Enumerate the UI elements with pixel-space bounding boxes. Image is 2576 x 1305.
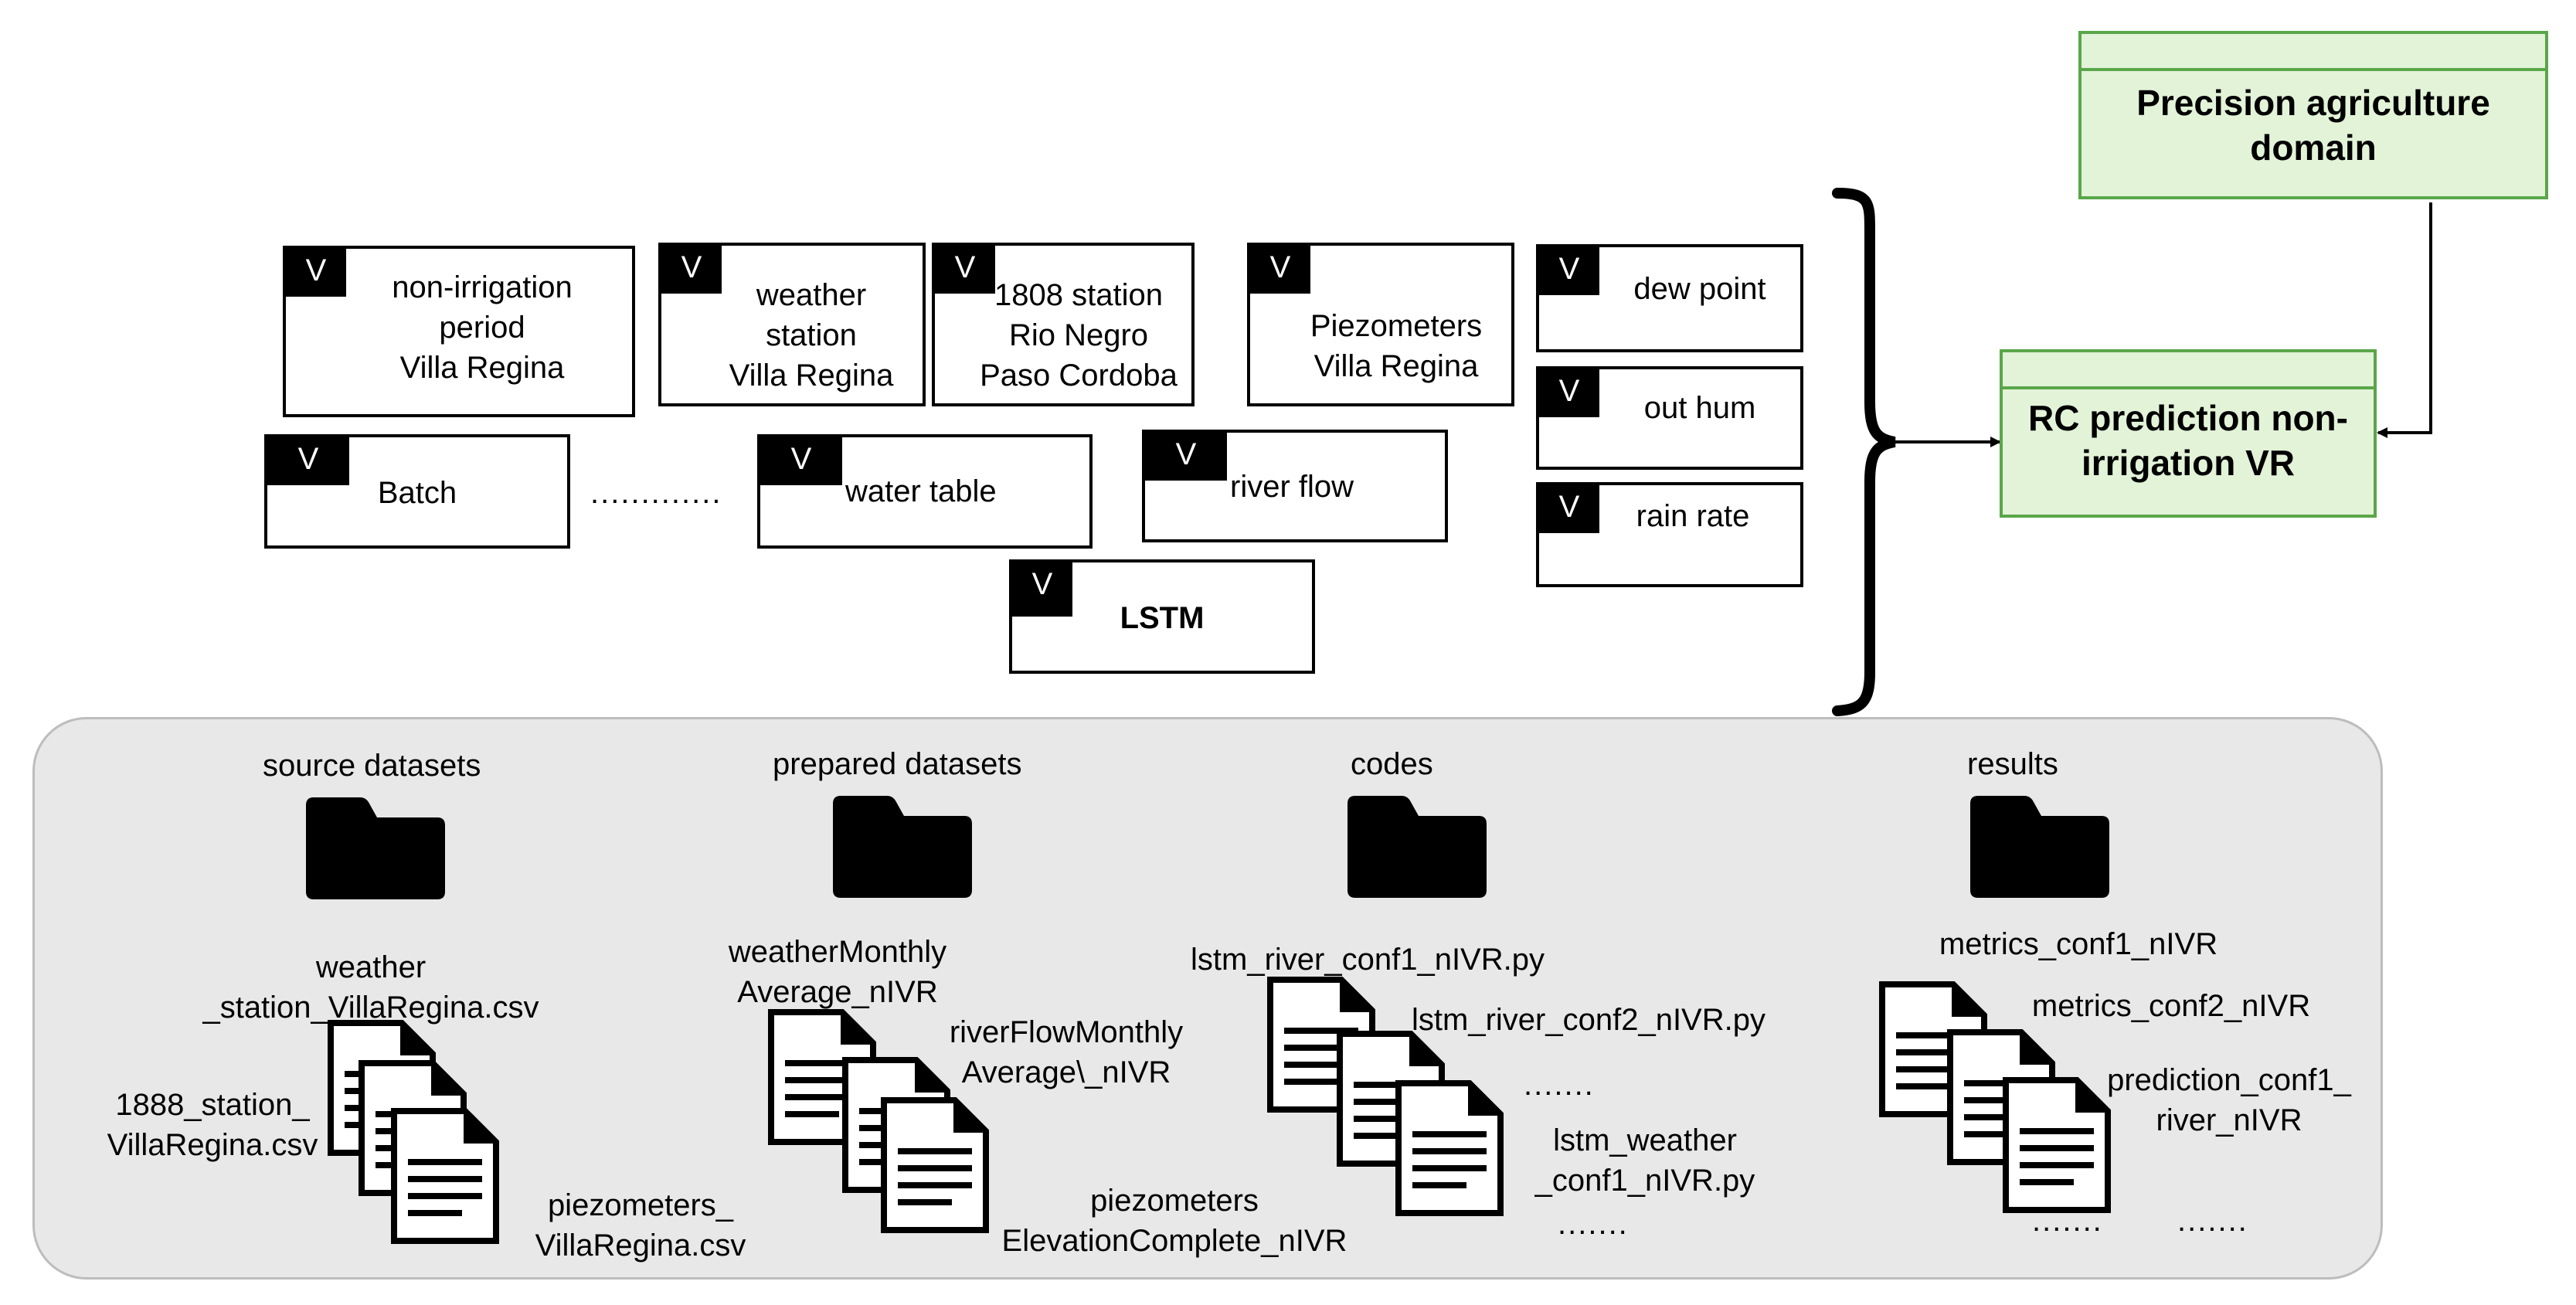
v-tag: V (1012, 562, 1072, 617)
file-label: lstm_river_conf1_nIVR.py (1191, 943, 1545, 977)
file-label: metrics_conf2_nIVR (2031, 989, 2311, 1023)
v-tag: V (286, 249, 346, 297)
folder-icon[interactable] (1970, 796, 2109, 898)
domain-box-header (2082, 34, 2545, 71)
domain-box: Precision agriculture domain (2078, 31, 2548, 199)
v-tag: V (661, 246, 722, 294)
prediction-box: RC prediction non- irrigation VR (2000, 349, 2377, 518)
var-label: LSTM (1120, 601, 1205, 635)
ellipsis: ....... (1558, 1207, 1629, 1241)
document-icon[interactable] (881, 1097, 989, 1233)
file-label: prediction_conf1_ river_nIVR (2107, 1063, 2351, 1137)
v-tag: V (1145, 433, 1227, 481)
ellipsis: ....... (1524, 1068, 1595, 1102)
file-label: 1888_station_ VillaRegina.csv (107, 1088, 318, 1162)
v-tag: V (1539, 247, 1599, 295)
document-icon[interactable] (391, 1108, 499, 1244)
folder-label-codes: codes (1351, 747, 1433, 781)
folder-label-results: results (1967, 747, 2058, 781)
v-tag: V (1539, 369, 1599, 417)
var-label: dew point (1633, 272, 1766, 306)
file-label: piezometers ElevationComplete_nIVR (1001, 1184, 1347, 1258)
file-label: weatherMonthly Average_nIVR (728, 935, 947, 1009)
folder-label-prepared: prepared datasets (773, 747, 1022, 781)
var-label: Batch (377, 476, 457, 510)
file-label: riverFlowMonthly Average\_nIVR (949, 1015, 1184, 1089)
var-piezometers: V Piezometers Villa Regina (1247, 243, 1514, 406)
v-tag: V (267, 437, 349, 485)
v-tag: V (1250, 246, 1310, 294)
folder-icon[interactable] (306, 797, 445, 899)
var-rain-rate: V rain rate (1536, 482, 1803, 587)
domain-box-label: Precision agriculture domain (2136, 83, 2490, 168)
file-label: metrics_conf1_nIVR (1939, 927, 2218, 961)
var-label: rain rate (1636, 499, 1750, 533)
ellipsis: ............. (590, 476, 722, 510)
var-out-hum: V out hum (1536, 366, 1803, 470)
curly-brace (1832, 188, 1896, 716)
prediction-box-label: RC prediction non- irrigation VR (2028, 398, 2348, 483)
var-label: Piezometers Villa Regina (1310, 309, 1483, 383)
file-label: lstm_river_conf2_nIVR.py (1412, 1003, 1765, 1037)
var-water-table: V water table (757, 434, 1093, 549)
v-tag: V (1539, 485, 1599, 533)
var-lstm: V LSTM (1009, 559, 1315, 674)
var-river-flow: V river flow (1142, 430, 1448, 542)
file-label: piezometers_ VillaRegina.csv (535, 1188, 746, 1263)
var-label: non-irrigation period Villa Regina (392, 270, 573, 385)
var-label: river flow (1230, 470, 1354, 504)
var-weather-station: V weather station Villa Regina (658, 243, 926, 406)
var-label: water table (845, 474, 997, 508)
var-label: 1808 station Rio Negro Paso Cordoba (980, 278, 1178, 393)
domain-arrow (2377, 202, 2432, 438)
prediction-box-header (2003, 352, 2374, 389)
folder-label-source: source datasets (263, 749, 481, 783)
var-label: out hum (1643, 391, 1756, 425)
var-label: weather station Villa Regina (729, 278, 894, 393)
document-icon[interactable] (2003, 1077, 2111, 1213)
ellipsis: ....... (2177, 1204, 2248, 1238)
var-non-irrigation: V non-irrigation period Villa Regina (283, 246, 635, 417)
v-tag: V (760, 437, 842, 485)
v-tag: V (935, 246, 995, 294)
file-label: weather _station_VillaRegina.csv (202, 950, 539, 1025)
file-label: lstm_weather _conf1_nIVR.py (1534, 1123, 1755, 1198)
folder-icon[interactable] (1347, 796, 1487, 898)
document-icon[interactable] (1395, 1080, 1504, 1216)
var-1808-station: V 1808 station Rio Negro Paso Cordoba (932, 243, 1195, 406)
var-dew-point: V dew point (1536, 244, 1803, 352)
var-batch: V Batch (264, 434, 570, 549)
folder-icon[interactable] (833, 796, 972, 898)
